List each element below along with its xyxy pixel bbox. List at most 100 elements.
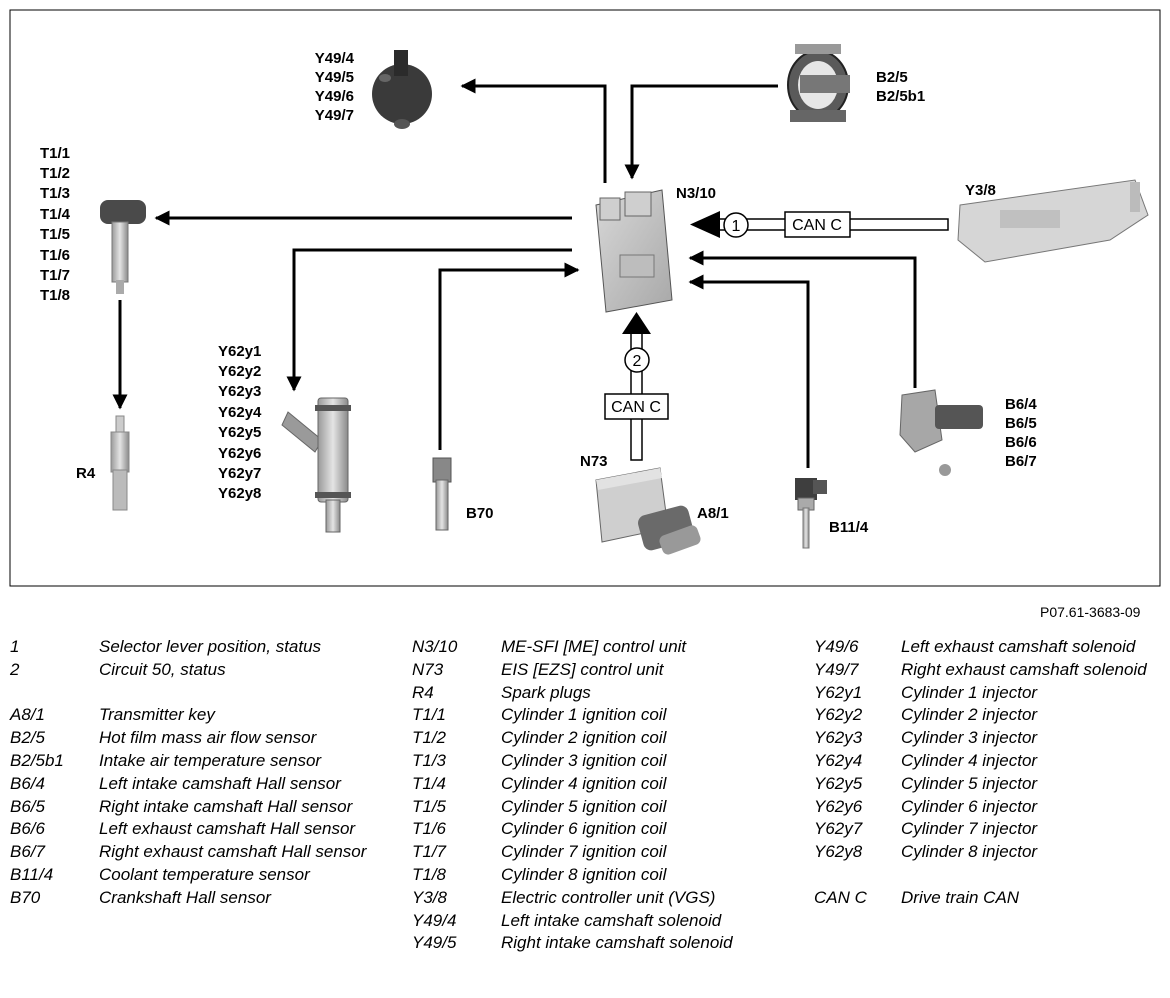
legend-description: Cylinder 8 ignition coil [501,864,667,884]
label-y49-4: Y49/4 [315,50,355,67]
legend-description: Cylinder 5 ignition coil [501,796,667,816]
line-from-maf [624,84,778,180]
legend-description: Cylinder 6 injector [901,796,1038,816]
legend-code: Y62y8 [814,842,863,862]
legend-code: B6/7 [10,842,45,862]
spark-plug-icon [110,415,130,511]
label-y62y4: Y62y4 [218,404,262,421]
label-n3-10: N3/10 [676,185,716,202]
legend-description: ME-SFI [ME] control unit [501,637,687,656]
legend-description: Cylinder 4 ignition coil [501,773,667,793]
legend-gap [814,864,1164,887]
can-bus-horizontal: 1 CAN C [690,211,949,238]
legend-row: Y49/6 Left exhaust camshaft solenoid [814,636,1164,659]
can-c-label-2: CAN C [611,399,661,416]
legend-description: EIS [EZS] control unit [501,659,664,679]
legend-description: Cylinder 6 ignition coil [501,819,667,839]
label-t1-4: T1/4 [40,206,71,223]
signal-2-marker [624,347,650,373]
can-bus-vertical: 2 CAN C [604,312,669,461]
legend-code: B11/4 [10,864,54,884]
legend-code: Y49/6 [814,637,859,656]
legend-code: T1/6 [412,819,447,839]
ignition-coil-icon [100,200,146,294]
legend-code: T1/3 [412,750,447,770]
label-t1-8: T1/8 [40,287,70,304]
legend-description: Cylinder 5 injector [901,773,1038,793]
legend-description: Hot film mass air flow sensor [99,728,317,748]
legend-code: Y62y1 [814,682,863,702]
legend-code: CAN C [814,887,867,907]
label-b6-6: B6/6 [1005,434,1037,451]
legend-code: T1/8 [412,864,447,884]
line-from-camsensor [688,250,917,388]
label-b6-7: B6/7 [1005,453,1037,470]
legend-code: Y62y7 [814,819,863,839]
legend-code: Y62y2 [814,705,863,725]
legend-description: Cylinder 4 injector [901,750,1038,770]
legend-code: Y3/8 [412,887,447,907]
legend-code: B6/6 [10,819,45,839]
legend-code: B2/5 [10,728,45,748]
maf-sensor-icon [787,44,850,122]
legend-code: B2/5b1 [10,750,64,770]
system-diagram: 1 CAN C 2 CAN C [9,9,1161,587]
signal-1-marker [723,212,749,238]
label-b6-5: B6/5 [1005,415,1037,432]
line-to-injector [286,248,572,392]
legend-description: Intake air temperature sensor [99,750,322,770]
legend-code: T1/7 [412,842,447,862]
label-y62y1: Y62y1 [218,343,261,360]
legend-row: T1/8 Cylinder 8 ignition coil [412,864,792,887]
controller-plate-icon [957,179,1149,263]
legend-description: Right intake camshaft solenoid [501,933,733,953]
label-cam-sensors: B6/4 B6/5 B6/6 B6/7 [1005,396,1037,470]
label-r4: R4 [76,465,96,482]
legend-description: Cylinder 8 injector [901,842,1038,862]
legend-row: T1/6 Cylinder 6 ignition coil [412,818,792,841]
signal-lines [112,78,917,468]
can-c-label-1: CAN C [792,217,842,234]
legend-row: Y62y7 Cylinder 7 injector [814,818,1164,841]
legend-description: Left intake camshaft solenoid [501,910,722,930]
label-y49-7: Y49/7 [315,107,354,124]
legend-code: B6/4 [10,773,45,793]
label-y62y3: Y62y3 [218,383,261,400]
legend-row: Y62y8 Cylinder 8 injector [814,841,1164,864]
legend-description: Left exhaust camshaft solenoid [901,637,1136,656]
figure-id: P07.61-3683-09 [1040,604,1141,620]
label-y62y5: Y62y5 [218,424,261,441]
legend-row: Y49/4 Left intake camshaft solenoid [412,910,792,933]
legend-code: 2 [10,659,20,679]
line-from-coolant [688,274,810,468]
legend-code: Y62y5 [814,773,863,793]
legend-description: Right intake camshaft Hall sensor [99,796,353,816]
ecu-icon [595,189,673,313]
legend-description: Cylinder 7 injector [901,819,1038,839]
label-b70: B70 [466,505,494,522]
camshaft-solenoid-icon [372,50,432,129]
label-injectors: Y62y1 Y62y2 Y62y3 Y62y4 Y62y5 Y62y6 Y62y… [218,343,262,502]
cam-hall-sensor-icon [899,389,983,476]
legend-description: Transmitter key [99,705,215,725]
legend-code: B70 [10,887,41,907]
label-t1-3: T1/3 [40,185,70,202]
label-t1-5: T1/5 [40,226,70,243]
legend-description: Cylinder 7 ignition coil [501,842,667,862]
legend-code: Y49/4 [412,910,457,930]
legend-code: T1/2 [412,728,447,748]
legend-code: Y62y6 [814,796,863,816]
label-y62y7: Y62y7 [218,465,261,482]
legend-description: Right exhaust camshaft Hall sensor [99,842,367,862]
